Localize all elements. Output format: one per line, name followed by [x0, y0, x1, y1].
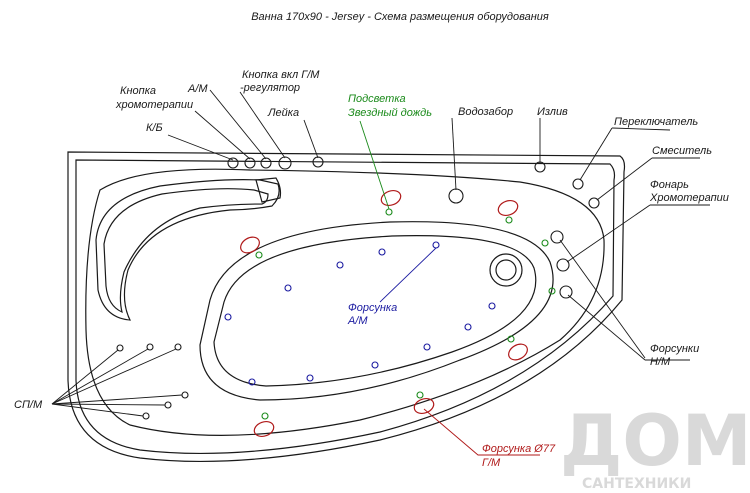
nm-jet-icon — [559, 285, 573, 299]
sp-m-jet-icon — [116, 344, 124, 352]
label-pereklyuchatel: Переключатель — [614, 116, 698, 128]
leader-forsunka-gm — [423, 408, 540, 456]
am-jet-icon — [432, 241, 440, 249]
am-jet-icon — [488, 302, 496, 310]
label-forsunka-gm-2: Г/М — [482, 457, 501, 469]
diagram-title: Ванна 170x90 - Jersey - Схема размещения… — [251, 11, 549, 23]
label-forsunki-nm-1: Форсунки — [650, 343, 699, 355]
watermark-logo-text: ДОМ — [560, 400, 750, 482]
star-light-icon — [255, 251, 263, 259]
gm-jet-icon — [253, 420, 275, 438]
sp-m-jet-icon — [181, 391, 189, 399]
label-kb: К/Б — [146, 122, 163, 134]
leader-podsvetka — [359, 120, 390, 210]
leader-lines — [51, 89, 710, 417]
control-smesitel-icon — [588, 197, 600, 209]
label-am: А/М — [187, 83, 208, 95]
label-leyka: Лейка — [267, 107, 299, 119]
gm-jet-icon — [413, 397, 435, 415]
label-knopka-chromo-2: хромотерапии — [115, 99, 193, 111]
am-jet-icon — [224, 313, 232, 321]
bathtub-rim-inner-line — [75, 159, 616, 454]
am-jet-icon — [423, 343, 431, 351]
leader-forsunka-am — [379, 247, 437, 303]
am-jet-icon — [248, 378, 256, 386]
bathtub-shell — [85, 168, 605, 436]
sp-m-jet-icon — [164, 401, 172, 409]
am-jet-icon — [464, 323, 472, 331]
bathtub-floor-outer — [199, 221, 554, 401]
gm-jet-icon — [497, 199, 519, 217]
gm-jet-icon — [380, 189, 402, 207]
label-izliv: Излив — [537, 106, 568, 118]
bathtub-body — [67, 151, 626, 462]
drain-inner — [495, 259, 517, 281]
control-kb-icon — [227, 157, 239, 169]
control-pereklyuchatel-icon — [572, 178, 584, 190]
gm-jet-icon — [240, 236, 260, 254]
label-podsvetka-1: Подсветка — [348, 93, 406, 105]
bathtub-outer-rim — [67, 151, 626, 462]
label-forsunka-am-1: Форсунка — [348, 302, 397, 314]
headrest-inner — [103, 188, 269, 314]
label-forsunka-gm-1: Форсунка Ø77 — [482, 443, 556, 455]
am-jet-icon — [306, 374, 314, 382]
label-smesitel: Смеситель — [652, 145, 712, 157]
star-light-icon — [541, 239, 549, 247]
watermark-logo: ДОМ САНТЕХНИКИ — [560, 400, 750, 492]
sp-m-jet-icon — [142, 412, 150, 420]
sp-m-jet-icon — [174, 343, 182, 351]
headrest-notch — [255, 177, 282, 203]
control-vodozabor-icon — [448, 188, 464, 204]
sp-m-jet-icon — [146, 343, 154, 351]
gm-jets — [240, 189, 528, 438]
am-jet-icon — [378, 248, 386, 256]
star-light-icon — [507, 335, 515, 343]
star-light-icon — [385, 208, 393, 216]
star-light-icon — [261, 412, 269, 420]
label-knopka-gm-1: Кнопка вкл Г/М — [242, 69, 320, 81]
label-knopka-gm-2: -регулятор — [240, 82, 300, 94]
label-vodozabor: Водозабор — [458, 106, 513, 118]
control-chromo-button-icon — [244, 157, 256, 169]
control-am-button-icon — [260, 157, 272, 169]
chromotherapy-lamp-icon — [556, 258, 570, 272]
star-light-icon — [548, 287, 556, 295]
am-jets — [224, 241, 496, 386]
drain-outer — [489, 253, 523, 287]
nm-jet-icon — [550, 230, 564, 244]
label-forsunka-am-2: А/М — [347, 315, 368, 327]
deck-controls — [116, 156, 600, 420]
bathtub-floor-inner — [213, 235, 537, 387]
am-jet-icon — [284, 284, 292, 292]
am-jet-icon — [371, 361, 379, 369]
label-fonar-1: Фонарь — [650, 179, 689, 191]
control-gm-regulator-icon — [278, 156, 292, 170]
headrest — [95, 179, 280, 321]
label-sp-m: СП/М — [14, 399, 43, 411]
label-podsvetka-2: Звездный дождь — [348, 107, 432, 119]
label-knopka-chromo-1: Кнопка — [120, 85, 156, 97]
gm-jet-icon — [508, 343, 528, 361]
star-light-icon — [416, 391, 424, 399]
watermark-sub-text: САНТЕХНИКИ — [582, 476, 691, 492]
label-fonar-2: Хромотерапии — [649, 192, 729, 204]
starry-lights — [255, 208, 556, 420]
label-forsunki-nm-2: Н/М — [650, 356, 671, 368]
am-jet-icon — [336, 261, 344, 269]
star-light-icon — [505, 216, 513, 224]
